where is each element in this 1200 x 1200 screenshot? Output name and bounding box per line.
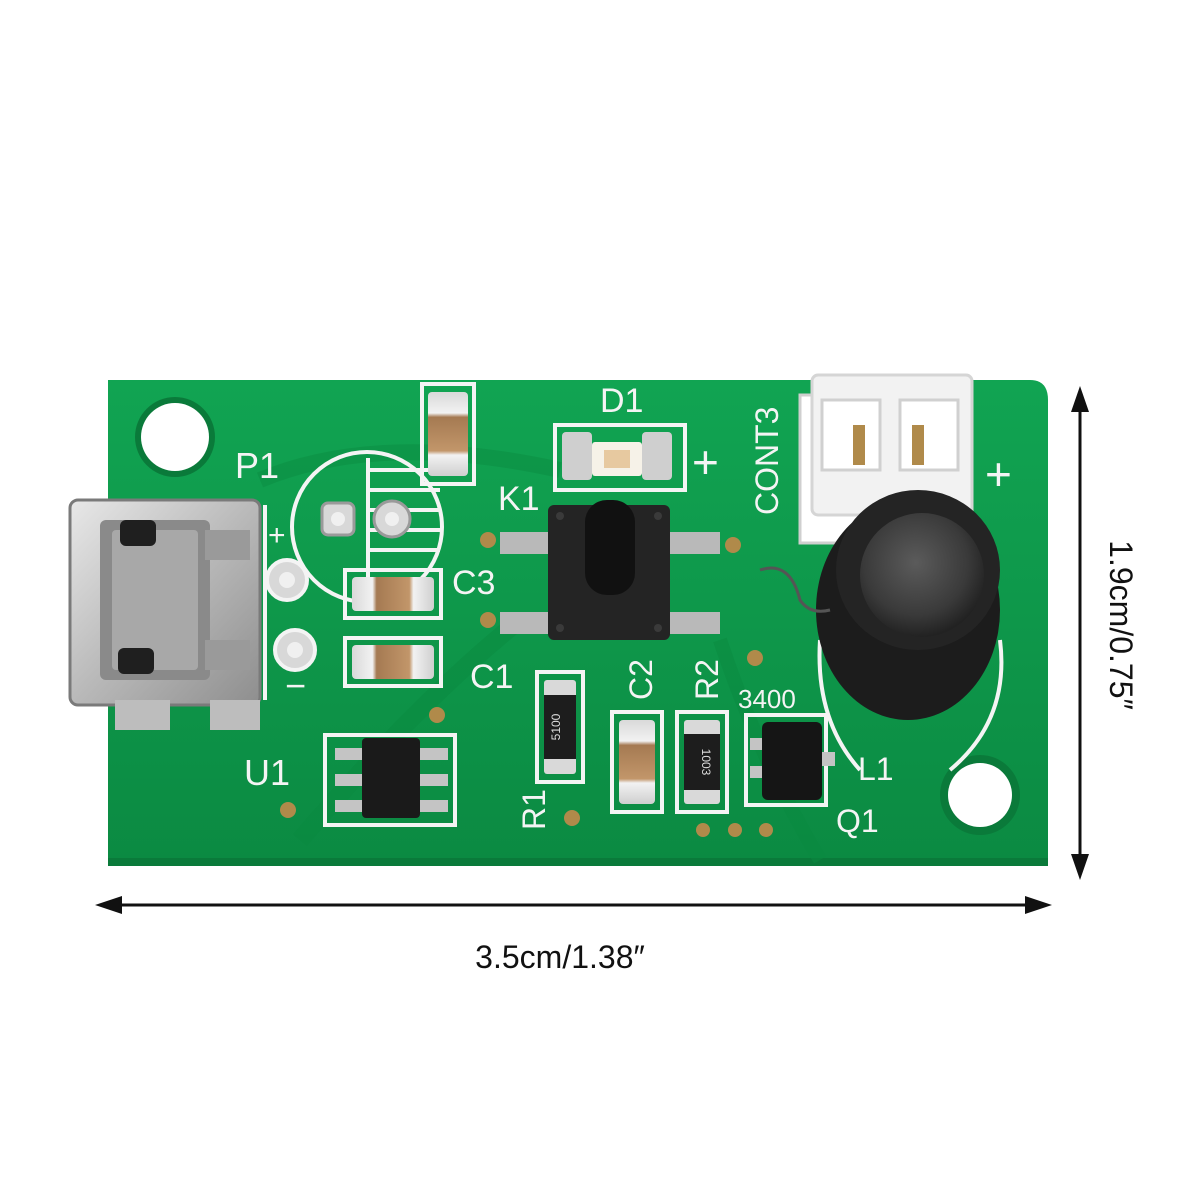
dimension-width-label: 3.5cm/1.38″: [475, 939, 645, 975]
label-cont3: CONT3: [749, 407, 785, 515]
label-d1: D1: [600, 382, 643, 420]
resistor-r1-code: 5100: [549, 713, 563, 740]
tactile-switch-k1: [500, 500, 720, 640]
resistor-r2: 1003: [684, 720, 720, 804]
resistor-r1: 5100: [544, 680, 576, 774]
dimension-height-label: 1.9cm/0.75″: [1103, 540, 1139, 710]
capacitor-top: [428, 392, 468, 476]
capacitor-c1: [352, 645, 434, 679]
inductor-l1: [759, 490, 1000, 720]
solder-pads: [265, 499, 773, 837]
label-plus-cont3: +: [985, 448, 1012, 500]
capacitor-c3: [352, 577, 434, 611]
label-r2: R2: [689, 659, 725, 700]
label-r1: R1: [516, 789, 552, 830]
led-d1: [562, 432, 672, 480]
transistor-q1: [750, 722, 835, 800]
label-plus-d1: +: [692, 436, 719, 488]
label-l1: L1: [858, 751, 894, 787]
usb-connector-p1: [68, 498, 262, 730]
silkscreen-outlines: [263, 382, 1004, 827]
label-c2: C2: [623, 659, 659, 700]
label-u1: U1: [244, 752, 290, 793]
label-c1: C1: [470, 658, 513, 696]
label-3400: 3400: [738, 684, 796, 714]
dimension-height: [1071, 386, 1089, 880]
label-q1: Q1: [836, 803, 879, 839]
label-plus-p1: +: [268, 519, 286, 552]
dimension-width: [95, 896, 1052, 914]
label-p1: P1: [235, 445, 279, 486]
ic-u1: [335, 738, 448, 818]
resistor-r2-code: 1003: [699, 749, 713, 776]
label-k1: K1: [498, 480, 540, 518]
label-minus-p1: −: [285, 665, 306, 706]
label-c3: C3: [452, 564, 495, 602]
capacitor-c2: [619, 720, 655, 804]
silkscreen-labels: P1 D1 CONT3 K1 C3 C1 C2 R2 R1 U1 L1 Q1 3…: [235, 382, 1012, 839]
